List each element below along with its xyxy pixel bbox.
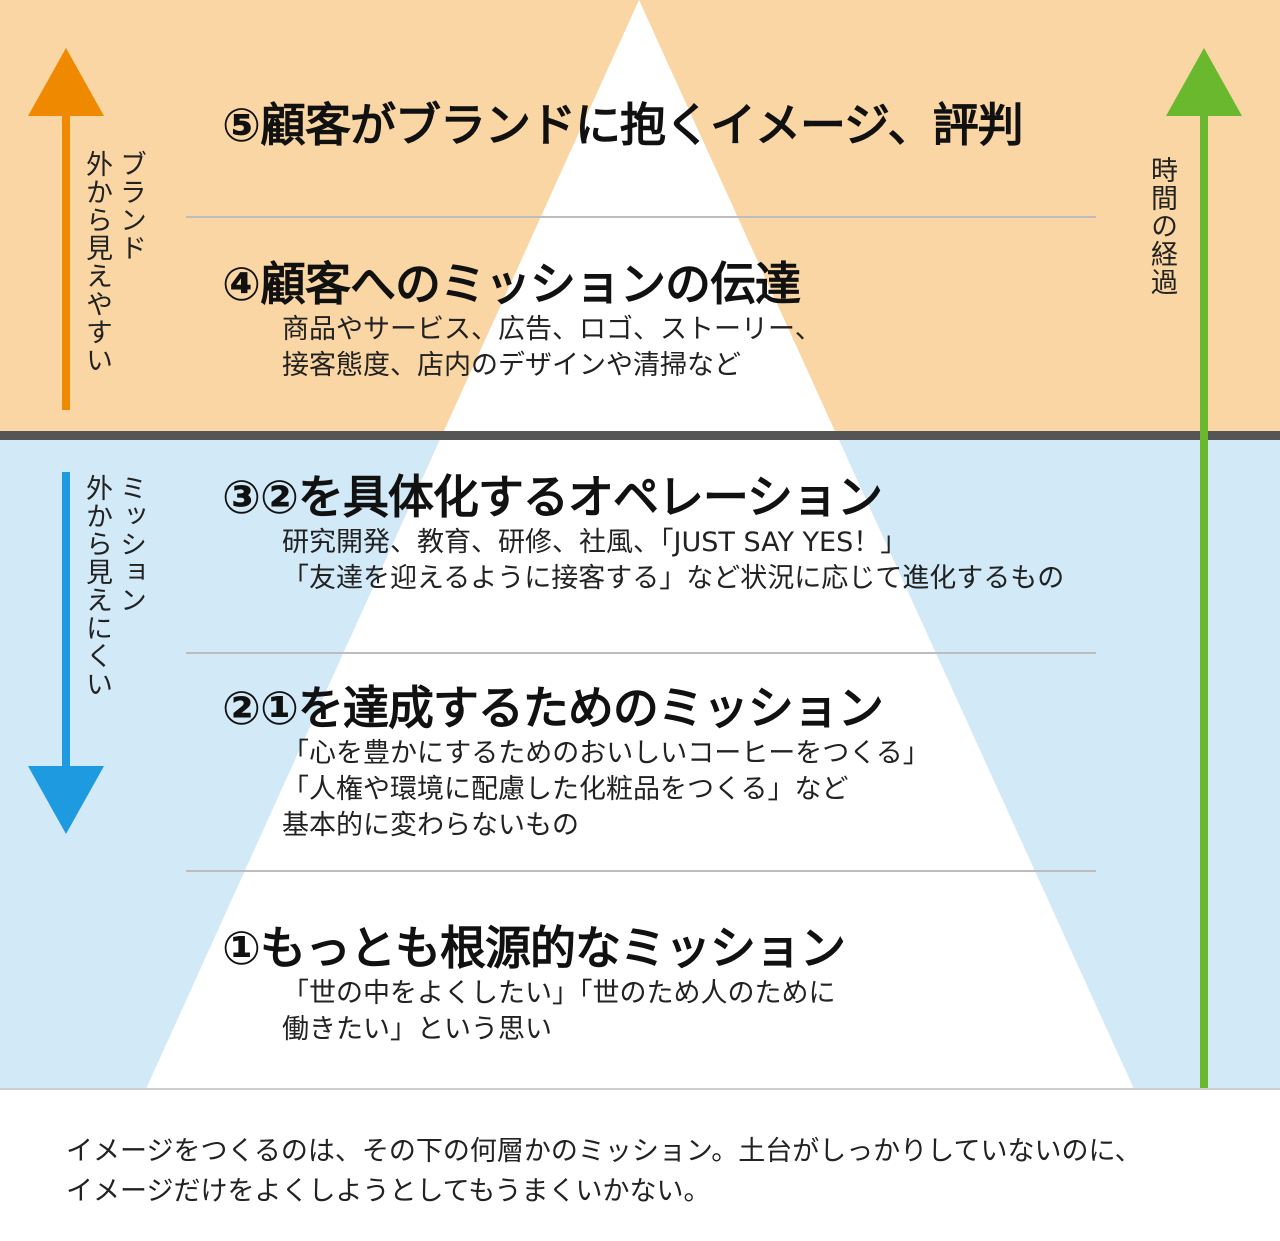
arrow-up-icon <box>28 48 104 410</box>
layer-2-title: ②①を達成するためのミッション <box>222 681 884 735</box>
layer-2: ②①を達成するためのミッション 「心を豊かにするためのおいしいコーヒーをつくる」… <box>222 680 930 844</box>
layer-3: ③②を具体化するオペレーション 研究開発、教育、研修、社風、「JUST SAY … <box>222 469 1064 597</box>
footer-line-2: イメージだけをよくしようとしてもうまくいかない。 <box>66 1176 711 1207</box>
band-divider <box>0 431 1280 440</box>
layer-separator <box>186 216 1096 218</box>
layer-3-desc-1: 研究開発、教育、研修、社風、「JUST SAY YES！」 <box>282 527 908 558</box>
layer-4-title: ④顧客へのミッションの伝達 <box>222 257 801 311</box>
layer-1-title: ①もっとも根源的なミッション <box>222 921 846 975</box>
brand-visibility-text: 外から見えやすい <box>81 150 112 374</box>
layer-4-desc-2: 接客態度、店内のデザインや清掃など <box>282 350 741 381</box>
brand-label: ブランド <box>115 150 146 262</box>
layer-1-desc-1: 「世の中をよくしたい」「世のため人のために <box>282 978 836 1009</box>
layer-3-desc-2: 「友達を迎えるように接客する」など状況に応じて進化するもの <box>282 563 1065 594</box>
layer-1-desc-2: 働きたい」という思い <box>282 1014 552 1045</box>
arrow-down-icon <box>28 472 104 834</box>
layer-2-desc-3: 基本的に変わらないもの <box>282 810 579 841</box>
layer-2-desc-1: 「心を豊かにするためのおいしいコーヒーをつくる」 <box>282 738 930 769</box>
footer-caption: イメージをつくるのは、その下の何層かのミッション。土台がしっかりしていないのに、… <box>66 1132 1142 1212</box>
layer-5-title: ⑤顧客がブランドに抱くイメージ、評判 <box>222 98 1024 152</box>
layer-5: ⑤顧客がブランドに抱くイメージ、評判 <box>222 97 1024 153</box>
arrow-up-icon <box>1166 48 1242 1088</box>
mission-visibility-label: ミッション 外から見えにくい <box>79 474 147 698</box>
footer-line-1: イメージをつくるのは、その下の何層かのミッション。土台がしっかりしていないのに、 <box>66 1136 1142 1167</box>
layer-3-title: ③②を具体化するオペレーション <box>222 470 883 524</box>
layer-1: ①もっとも根源的なミッション 「世の中をよくしたい」「世のため人のために 働きた… <box>222 920 846 1048</box>
time-passage-label: 時間の経過 <box>1146 156 1177 296</box>
footer-separator <box>0 1088 1280 1090</box>
mission-visibility-text: 外から見えにくい <box>81 474 112 698</box>
layer-separator <box>186 652 1096 654</box>
brand-visibility-label: ブランド 外から見えやすい <box>79 150 147 374</box>
layer-separator <box>186 870 1096 872</box>
layer-2-desc-2: 「人権や環境に配慮した化粧品をつくる」など <box>282 774 849 805</box>
layer-4: ④顧客へのミッションの伝達 商品やサービス、広告、ロゴ、ストーリー、 接客態度、… <box>222 256 822 384</box>
mission-label: ミッション <box>115 474 146 614</box>
layer-4-desc-1: 商品やサービス、広告、ロゴ、ストーリー、 <box>282 314 822 345</box>
pyramid-shape <box>0 0 1280 1090</box>
